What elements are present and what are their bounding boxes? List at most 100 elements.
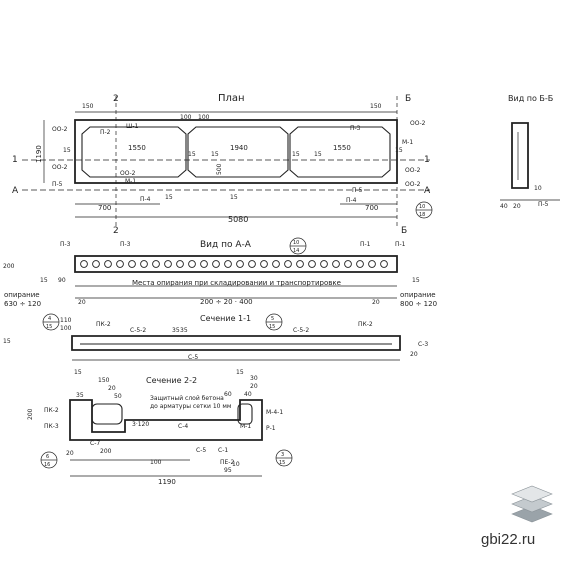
logo-layer <box>511 485 553 503</box>
hollow-core-hole <box>356 260 364 268</box>
side-view-b: Вид по Б-Б 10 40 20 П-5 <box>500 94 560 210</box>
dim-label: 15 <box>211 151 219 158</box>
dim-label: 20 <box>78 299 86 306</box>
element-mark: ОО-2 <box>405 181 421 188</box>
dim-label: 35 <box>180 327 188 334</box>
reference-number: 10 <box>293 240 299 246</box>
note-text: Места опирания при складировании и транс… <box>132 279 341 287</box>
cut-label: А <box>424 186 431 196</box>
dim-label: 200 <box>27 408 34 420</box>
side-a-holes <box>80 260 388 268</box>
dim-label: 150 <box>98 377 110 384</box>
element-mark: Ш-1 <box>126 123 139 130</box>
dim-label: 20 <box>513 203 521 210</box>
hollow-core-hole <box>308 260 316 268</box>
website-label[interactable]: gbi22.ru <box>481 531 536 548</box>
section-1-1: Сечение 1-1 ПК-2 ПК-2 С-5 С-5-2 С-5-2 С-… <box>3 313 428 361</box>
plan-panel-1 <box>81 126 187 178</box>
dim-label: 20 <box>410 351 418 358</box>
element-mark: П-3 <box>60 241 71 248</box>
hollow-core-hole <box>236 260 244 268</box>
section-title: Сечение 1-1 <box>200 314 251 323</box>
dim-label: 15 <box>314 151 322 158</box>
hollow-core-hole <box>284 260 292 268</box>
support-label: опирание <box>400 291 436 299</box>
dim-label: 60 <box>224 391 232 398</box>
dim-label: 100 <box>180 114 192 121</box>
reference-number: 5 <box>271 316 274 322</box>
dim-label: 100 <box>60 325 72 332</box>
hollow-core-hole <box>92 260 100 268</box>
support-label: опирание <box>4 291 40 299</box>
note-text: до арматуры сетки 10 мм <box>150 403 231 410</box>
dim-label: 35 <box>172 327 180 334</box>
reference-number: 15 <box>269 324 275 330</box>
cut-label: 1 <box>424 155 430 165</box>
view-title: Вид по Б-Б <box>508 94 553 103</box>
element-mark: П-5 <box>352 187 363 194</box>
dim-label: 15 <box>292 151 300 158</box>
element-mark: М-1 <box>402 139 413 146</box>
element-mark: С-5 <box>188 354 198 361</box>
hollow-core-hole <box>164 260 172 268</box>
hollow-core-hole <box>332 260 340 268</box>
dim-label: 40 <box>500 203 508 210</box>
dim-label: 200 <box>3 263 15 270</box>
element-mark: ПК-2 <box>44 407 59 414</box>
dim-label: 20 <box>250 383 258 390</box>
dim-label: 20 <box>66 450 74 457</box>
section-2-void <box>91 403 123 425</box>
total-width: 1190 <box>158 478 176 486</box>
total-length: 5080 <box>228 215 248 224</box>
element-mark: П-5 <box>52 181 63 188</box>
cut-label: 1 <box>12 155 18 165</box>
reference-number: 15 <box>46 324 52 330</box>
element-mark: П-5 <box>538 201 549 208</box>
element-mark: ОО-2 <box>120 170 136 177</box>
hollow-core-hole <box>224 260 232 268</box>
dim-label: 10 <box>232 461 240 468</box>
element-mark: П-4 <box>346 197 357 204</box>
dim-label: 700 <box>98 204 111 212</box>
dim-label: 500 <box>216 163 223 175</box>
element-mark: С-4 <box>178 423 188 430</box>
element-mark: ПК-3 <box>44 423 59 430</box>
hollow-core-hole <box>380 260 388 268</box>
panel-length: 1550 <box>333 144 351 152</box>
element-mark: П-3 <box>120 241 131 248</box>
hollow-core-hole <box>272 260 280 268</box>
dim-label: 3·120 <box>132 421 149 428</box>
element-mark: ОО-2 <box>410 120 426 127</box>
element-mark: П-2 <box>100 129 111 136</box>
hollow-core-hole <box>80 260 88 268</box>
dim-label: 200 ÷ 20 · 400 <box>200 298 253 306</box>
dim-label: 100 <box>198 114 210 121</box>
panel-length: 1550 <box>128 144 146 152</box>
plan-panel-3 <box>289 126 391 178</box>
dim-label: 15 <box>395 147 403 154</box>
hollow-core-hole <box>104 260 112 268</box>
note-text: Защитный слой бетона <box>150 395 224 402</box>
side-b-profile <box>511 122 529 189</box>
plan-outline <box>74 119 398 184</box>
hollow-core-hole <box>212 260 220 268</box>
element-mark: С-5 <box>196 447 206 454</box>
dim-label: 15 <box>3 338 11 345</box>
reference-number: 6 <box>46 454 49 460</box>
plan-title: План <box>218 93 245 104</box>
reference-number: 4 <box>48 316 51 322</box>
element-mark: П-3 <box>350 125 361 132</box>
element-mark: М-1 <box>125 178 136 185</box>
element-mark: ОО-2 <box>52 164 68 171</box>
element-mark: С-5-2 <box>293 327 309 334</box>
plan-view: План 2 2 1 1 Б Б А А 1550 1940 1550 150 … <box>12 93 433 236</box>
element-mark: П-4 <box>140 196 151 203</box>
reference-number: 3 <box>281 452 284 458</box>
element-mark: ПК-2 <box>96 321 111 328</box>
dim-label: 15 <box>63 147 71 154</box>
reference-number: 10 <box>419 204 425 210</box>
element-mark: С-1 <box>218 447 228 454</box>
cut-label: А <box>12 186 19 196</box>
dim-label: 15 <box>74 369 82 376</box>
element-mark: ОО-2 <box>52 126 68 133</box>
